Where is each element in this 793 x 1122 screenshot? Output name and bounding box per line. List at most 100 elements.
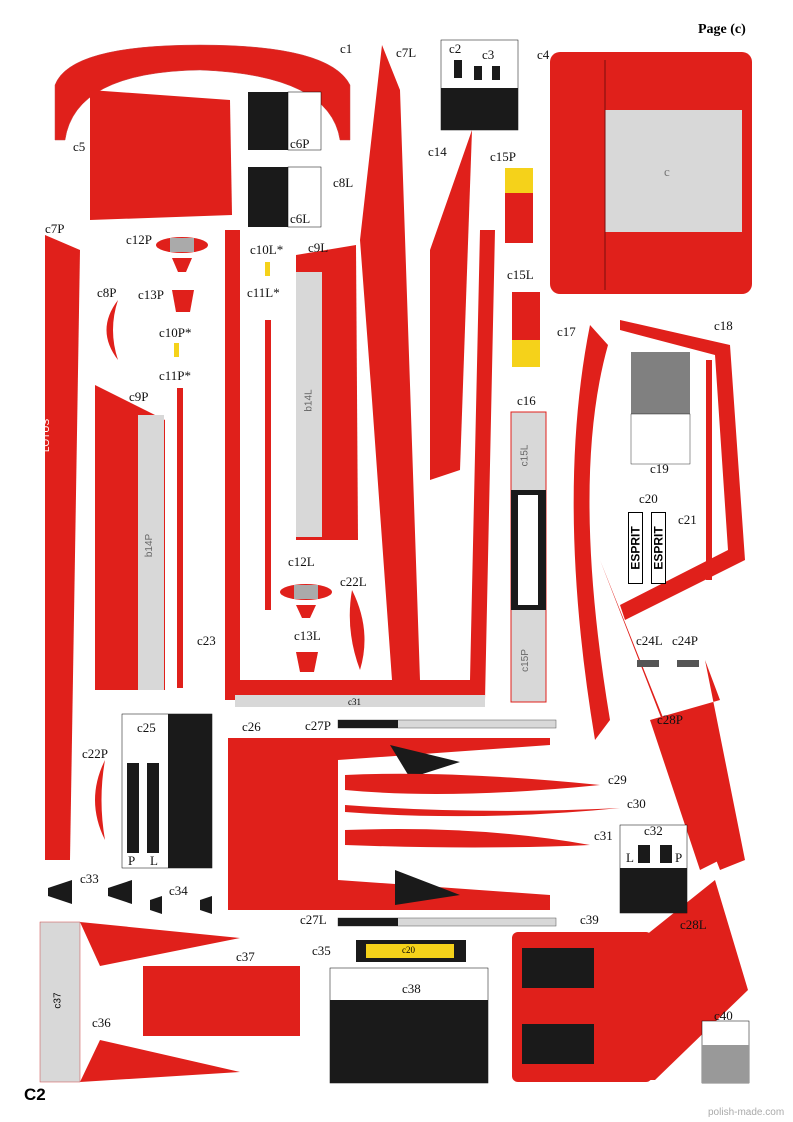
label-c12P: c12P [126,232,152,247]
esprit-badge: ESPRIT [628,512,643,584]
part-c29 [345,773,600,794]
label-c27L: c27L [300,912,327,927]
part-c22L [349,590,365,670]
label-c19: c19 [650,461,669,476]
label-c8P: c8P [97,285,117,300]
c16-bottom-text: c15P [519,649,531,672]
c32-L-text: L [626,850,634,865]
label-c28L: c28L [680,917,707,932]
part-c5 [90,90,232,220]
label-c6P: c6P [290,136,310,151]
part-c26 [228,738,338,910]
label-c39: c39 [580,912,599,927]
label-c23: c23 [197,633,216,648]
part-c11L [265,320,271,610]
part-c31 [345,829,590,848]
label-c5: c5 [73,139,86,154]
label-c31: c31 [594,828,613,843]
label-c7L: c7L [396,45,417,60]
part-c7P [45,235,80,860]
label-c38: c38 [402,981,421,996]
label-c8L: c8L [333,175,354,190]
esprit-badge: ESPRIT [651,512,666,584]
label-c32: c32 [644,823,663,838]
part-c24L [637,660,659,667]
part-c27P [338,738,550,760]
part-c36 [39,921,81,1083]
part-c13L [296,652,318,672]
label-c36: c36 [92,1015,111,1030]
c37-inner-text: c37 [52,992,64,1009]
part-c28P [600,560,745,870]
label-c22P: c22P [82,746,108,761]
c16-top-text: c15L [519,444,531,467]
label-c9L: c9L [308,240,329,255]
label-c4: c4 [537,47,550,62]
sheet-id: C2 [24,1085,46,1104]
label-c14: c14 [428,144,447,159]
c32-P-text: P [675,850,683,865]
label-c6L: c6L [290,211,311,226]
c20-inner-text: c20 [402,945,415,955]
label-c24L: c24L [636,633,663,648]
label-c34: c34 [169,883,188,898]
label-c18: c18 [714,318,733,333]
label-c29: c29 [608,772,627,787]
label-c17: c17 [557,324,576,339]
label-c15P: c15P [490,149,516,164]
label-c10L: c10L* [250,242,284,257]
part-c8P [106,300,118,360]
label-c16: c16 [517,393,536,408]
part-c24P [677,660,699,667]
lotus-text: LOTUS [41,418,53,453]
part-c33 [48,880,72,904]
label-c27P: c27P [305,718,331,733]
c25-P-text: P [128,853,136,868]
c25-L-text: L [150,853,158,868]
part-c30 [345,805,620,817]
c4-inner-text: c [664,164,670,179]
label-c22L: c22L [340,574,367,589]
c9P-inner-text: b14P [144,533,156,558]
part-c13P [172,290,194,312]
part-c10L [265,262,270,276]
label-c21: c21 [678,512,697,527]
label-c26: c26 [242,719,261,734]
watermark: polish-made.com [708,1107,785,1118]
part-c14 [430,130,472,480]
part-c28L [640,880,748,1080]
label-c15L: c15L [507,267,534,282]
part-c11P [177,388,183,688]
label-c10P: c10P* [159,325,192,340]
page-title: Page (c) [698,22,746,37]
label-c7P: c7P [45,221,65,236]
label-c2: c2 [449,41,462,56]
esprit-text: ESPRIT [651,526,666,570]
label-c30: c30 [627,796,646,811]
label-c33: c33 [80,871,99,886]
label-c35: c35 [312,943,331,958]
label-c20: c20 [639,491,658,506]
c31-inner-text: c31 [348,697,361,707]
label-c25: c25 [137,720,156,735]
part-c7L [360,45,420,680]
part-c1 [54,44,351,141]
label-c3: c3 [482,47,495,62]
label-c11P: c11P* [159,368,192,383]
c9L-inner-text: b14L [303,389,315,412]
part-c22P [95,760,105,840]
part-c10P [174,343,179,357]
label-c24P: c24P [672,633,698,648]
part-c17 [573,325,610,740]
label-c13L: c13L [294,628,321,643]
label-c9P: c9P [129,389,149,404]
label-c11L: c11L* [247,285,280,300]
label-c1: c1 [340,41,353,56]
label-c28P: c28P [657,712,683,727]
esprit-text: ESPRIT [628,526,643,570]
part-c37 [143,966,300,1036]
label-c37: c37 [236,949,255,964]
part-c19 [631,352,690,414]
